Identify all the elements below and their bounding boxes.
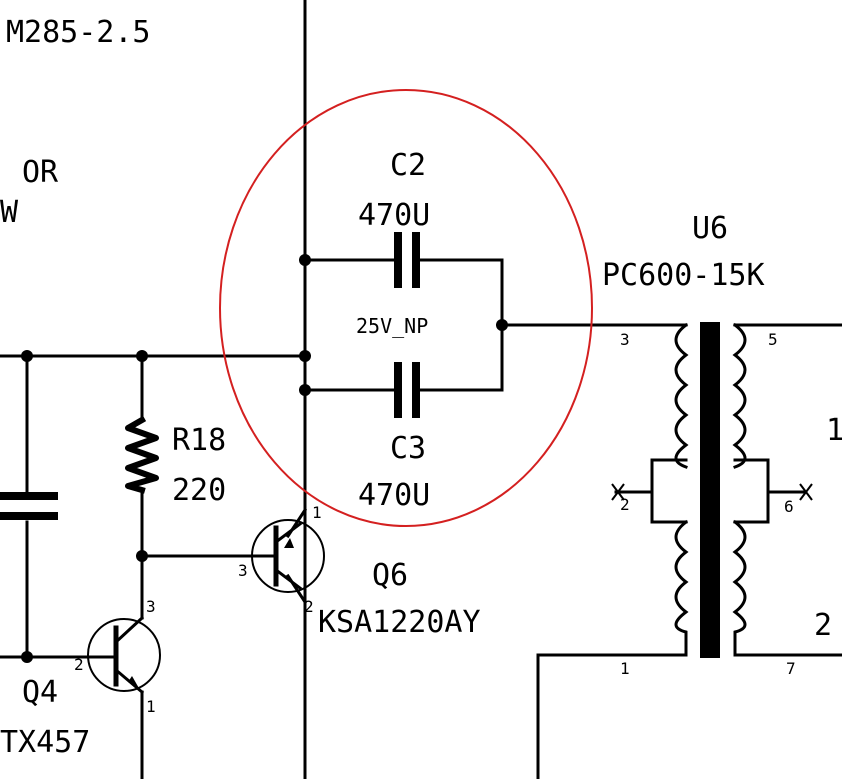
u6-part-label: PC600-15K [602,258,765,293]
q4-part-label: TX457 [0,725,90,760]
junction-dots [21,254,508,663]
right-edge-label-2: 2 [814,608,832,643]
c3-ref-label: C3 [390,431,426,466]
capacitor-c2-symbol [394,232,420,288]
u6-pin-7: 7 [786,659,796,678]
highlight-ellipse [219,89,593,527]
q6-pin-2: 2 [304,597,314,616]
part-m285-label: M285-2.5 [6,15,151,50]
u6-pin-6: 6 [784,497,794,516]
c2-value-label: 470U [358,198,430,233]
q4-pin-3: 3 [146,597,156,616]
resistor-r18-symbol [125,415,159,494]
np-rating-label: 25V_NP [356,314,428,338]
r18-value-label: 220 [172,473,226,508]
q4-pin-2: 2 [74,655,84,674]
capacitor-c3-symbol [394,362,420,418]
q4-pin-1: 1 [146,697,156,716]
q6-pin-1: 1 [312,503,322,522]
or-label: OR [22,155,59,190]
transistor-q6-symbol [251,519,325,593]
c3-value-label: 470U [358,478,430,513]
q6-pin-3: 3 [238,561,248,580]
u6-pin-5: 5 [768,330,778,349]
c2-ref-label: C2 [390,148,426,183]
u6-ref-label: U6 [692,211,728,246]
q4-ref-label: Q4 [22,675,58,710]
w-label: W [0,195,19,230]
u6-pin-3: 3 [620,330,630,349]
q6-ref-label: Q6 [372,558,408,593]
u6-pin-2: 2 [620,495,630,514]
transformer-u6-symbol [611,322,813,658]
transistor-q4-symbol [87,615,161,695]
right-edge-label-1: 1 [826,413,842,448]
capacitor-left-symbol [0,492,58,520]
r18-ref-label: R18 [172,423,226,458]
u6-pin-1: 1 [620,659,630,678]
q6-part-label: KSA1220AY [318,605,481,640]
